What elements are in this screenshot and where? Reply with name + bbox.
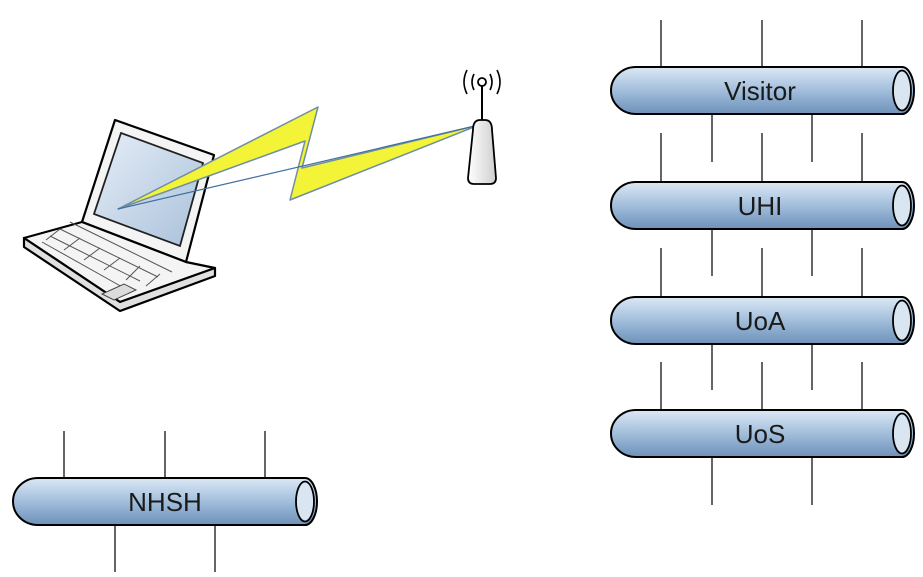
wireless-antenna-icon [463,69,501,185]
bus-label-uoa: UoA [735,306,786,336]
bus-label-uos: UoS [735,419,786,449]
bus-uoa: UoA [610,296,915,345]
bus-visitor: Visitor [610,66,915,115]
bus-taps [63,20,863,572]
bus-uos: UoS [610,409,915,458]
bus-label-uhi: UHI [738,191,783,221]
bus-uhi: UHI [610,181,915,230]
bus-label-nhsh: NHSH [128,487,202,517]
bus-nhsh: NHSH [12,477,318,526]
bus-label-visitor: Visitor [724,76,796,106]
laptop-icon [22,118,217,313]
